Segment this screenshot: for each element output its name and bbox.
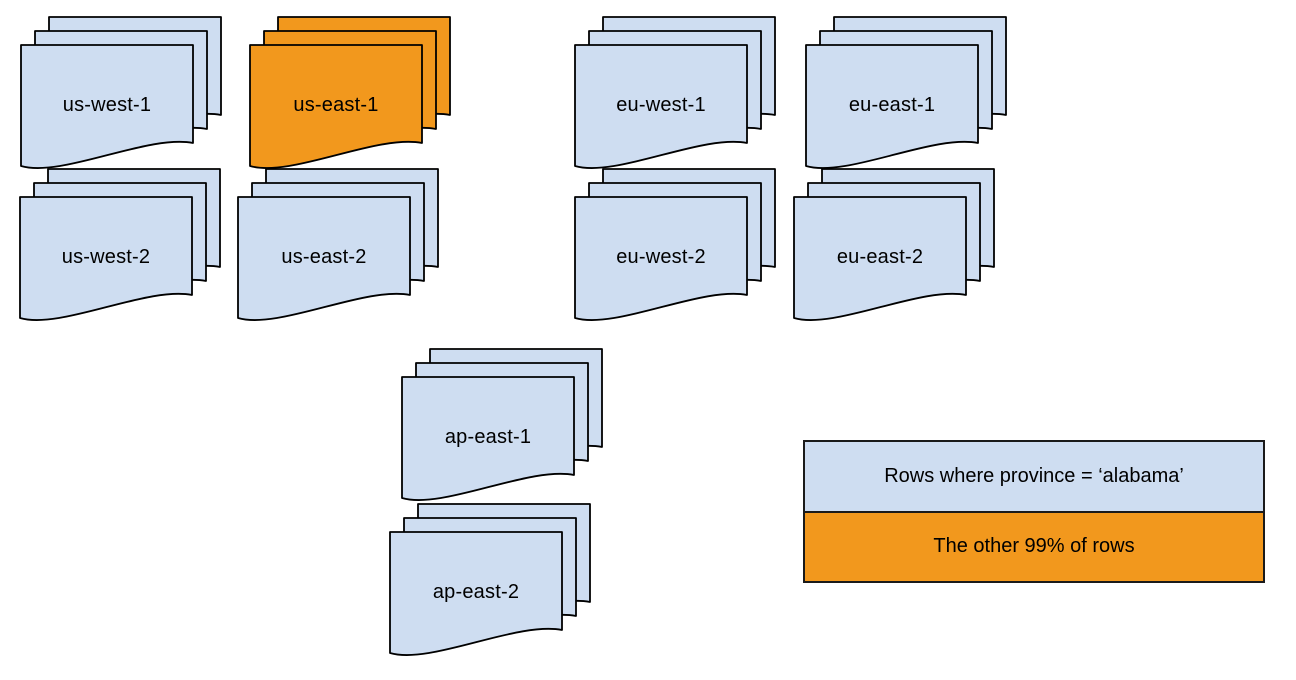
region-stack-us-west-1: us-west-1: [20, 16, 224, 172]
document-stack-icon: [237, 168, 439, 321]
legend-row-alabama-rows: Rows where province = ‘alabama’: [805, 442, 1263, 511]
document-stack-icon: [574, 16, 776, 169]
document-stack-icon: [793, 168, 995, 321]
legend-row-other-rows: The other 99% of rows: [805, 510, 1263, 581]
region-stack-us-east-1: us-east-1: [249, 16, 453, 172]
region-stack-eu-west-1: eu-west-1: [574, 16, 778, 172]
region-stack-eu-east-1: eu-east-1: [805, 16, 1009, 172]
document-stack-icon: [389, 503, 591, 656]
legend: Rows where province = ‘alabama’ The othe…: [803, 440, 1265, 583]
region-stack-eu-west-2: eu-west-2: [574, 168, 778, 324]
region-stack-ap-east-2: ap-east-2: [389, 503, 593, 659]
document-stack-icon: [20, 16, 222, 169]
region-stack-ap-east-1: ap-east-1: [401, 348, 605, 504]
region-stack-us-east-2: us-east-2: [237, 168, 441, 324]
document-stack-icon: [574, 168, 776, 321]
region-stack-eu-east-2: eu-east-2: [793, 168, 997, 324]
document-stack-icon: [249, 16, 451, 169]
document-stack-icon: [805, 16, 1007, 169]
document-stack-icon: [401, 348, 603, 501]
document-stack-icon: [19, 168, 221, 321]
region-stack-us-west-2: us-west-2: [19, 168, 223, 324]
